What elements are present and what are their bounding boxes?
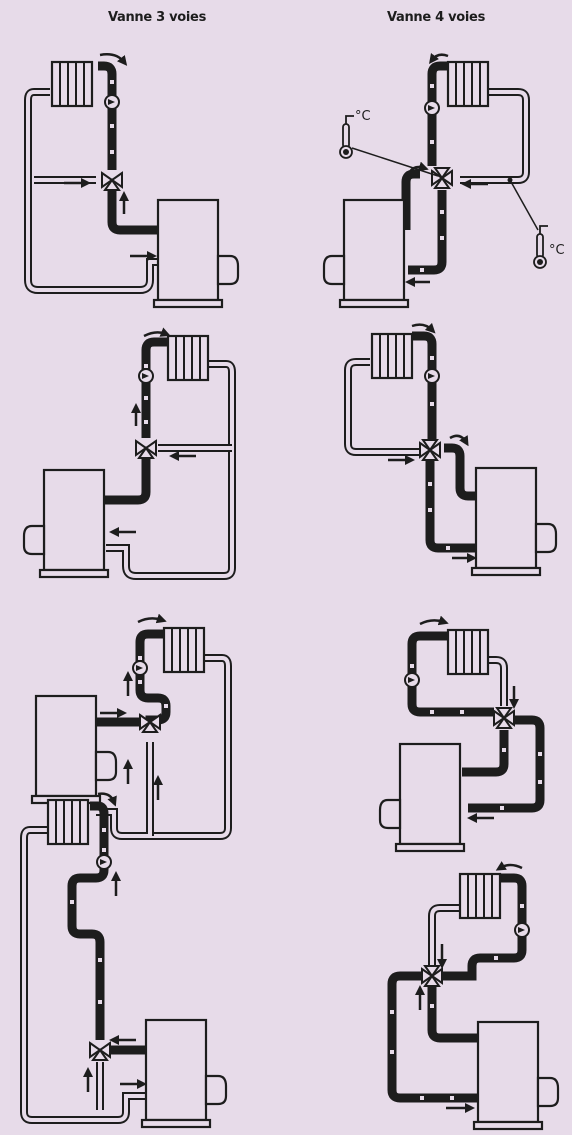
pump-icon	[405, 673, 419, 687]
pump-icon	[425, 101, 439, 115]
diagram-4way-1: °C °C	[324, 55, 565, 307]
mixing-valve-icon	[422, 966, 442, 986]
radiator-icon	[48, 800, 88, 844]
pump-icon	[425, 369, 439, 383]
radiator-icon	[448, 62, 488, 106]
diagram-3way-2	[24, 332, 232, 577]
temperature-unit-label: °C	[355, 109, 371, 124]
temperature-unit-label: °C	[549, 243, 565, 258]
mixing-valve-icon	[90, 1043, 110, 1060]
mixing-valve-icon	[102, 173, 122, 190]
boiler-icon	[154, 200, 238, 307]
radiator-icon	[164, 628, 204, 672]
thermometer-icon	[340, 124, 352, 158]
boiler-icon	[380, 744, 464, 851]
boiler-icon	[324, 200, 408, 307]
diagram-3way-1	[28, 54, 238, 307]
boiler-icon	[24, 470, 108, 577]
diagram-4way-2	[348, 325, 556, 575]
mixing-valve-icon	[420, 440, 440, 460]
pump-icon	[515, 923, 529, 937]
boiler-icon	[472, 468, 556, 575]
pump-icon	[97, 855, 111, 869]
boiler-icon	[474, 1022, 558, 1129]
mixing-valve-icon	[432, 168, 452, 188]
radiator-icon	[52, 62, 92, 106]
mixing-valve-icon	[136, 441, 156, 458]
diagram-3way-4	[24, 794, 226, 1127]
diagram-4way-3	[380, 620, 540, 851]
radiator-icon	[168, 336, 208, 380]
radiator-icon	[372, 334, 412, 378]
radiator-icon	[448, 630, 488, 674]
pump-icon	[133, 661, 147, 675]
diagram-4way-4	[392, 865, 558, 1129]
thermometer-icon	[534, 234, 546, 268]
mixing-valve-icon	[494, 708, 514, 728]
boiler-icon	[142, 1020, 226, 1127]
pump-icon	[139, 369, 153, 383]
pump-icon	[105, 95, 119, 109]
radiator-icon	[460, 874, 500, 918]
